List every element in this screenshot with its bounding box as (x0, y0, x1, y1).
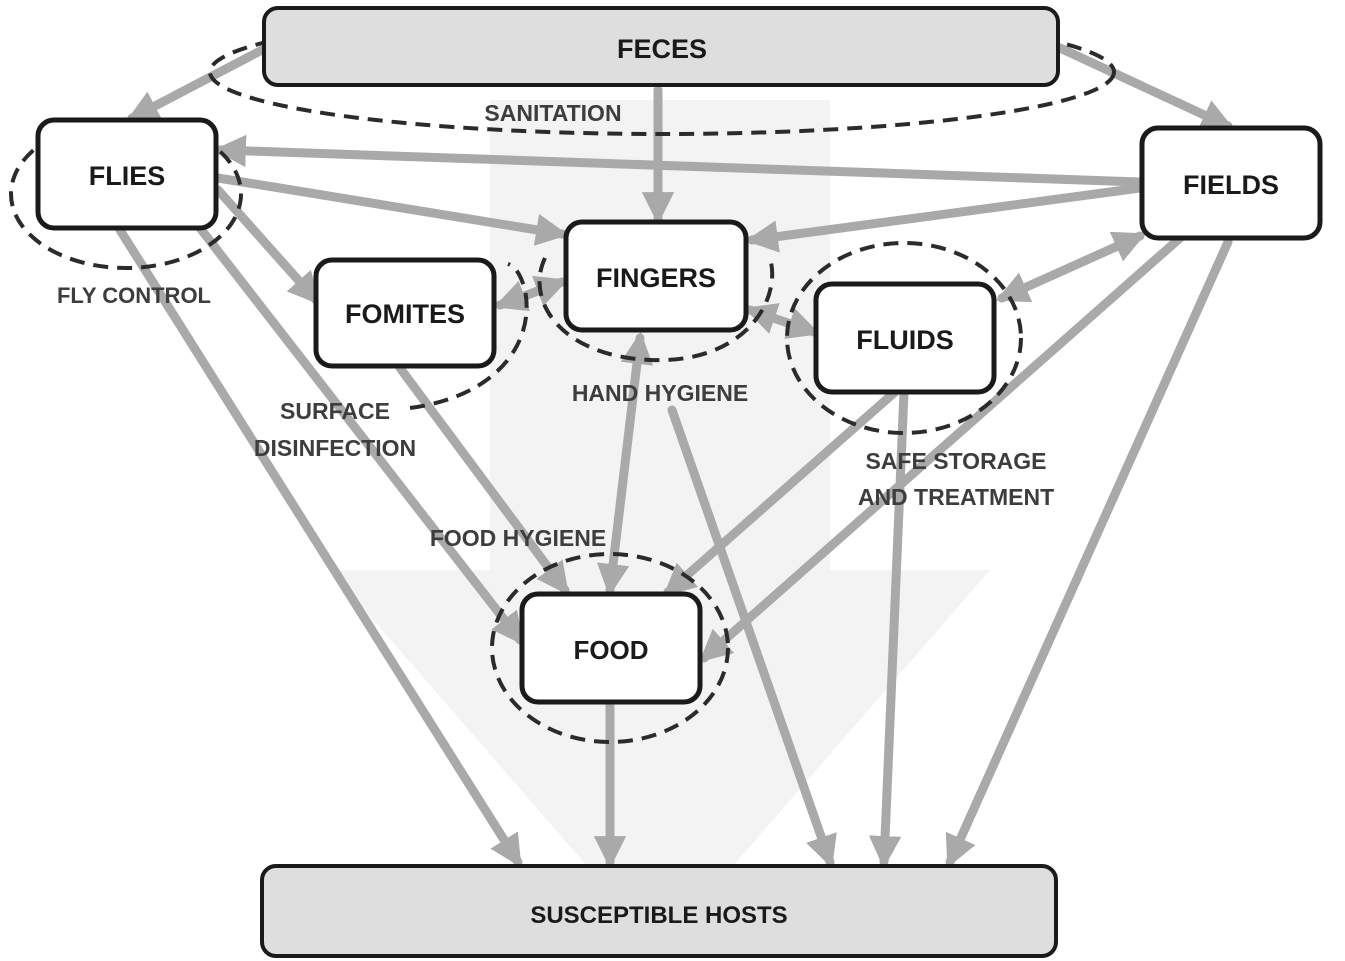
arrow-fluids-hosts (868, 387, 909, 869)
arrow-feces-fields (1055, 43, 1234, 131)
safe-storage-label-line2: AND TREATMENT (858, 484, 1054, 510)
fluids-label: FLUIDS (856, 325, 954, 355)
arrow-flies-fomites (213, 185, 321, 305)
food-hygiene-ring (490, 552, 730, 744)
arrow-fluids-food (663, 387, 900, 597)
arrow-flies-hosts (115, 225, 523, 868)
fields-label: FIELDS (1183, 170, 1279, 200)
fingers-box (563, 219, 749, 333)
arrow-fomites-food (395, 363, 570, 596)
arrow-fluids-fields (996, 231, 1146, 303)
safe-storage-label-line1: SAFE STORAGE (865, 448, 1046, 474)
arrow-flies-food (195, 223, 525, 646)
arrow-fingers-fomites (493, 275, 569, 312)
fly-control-label: FLY CONTROL (57, 283, 211, 308)
fly-control-ring (9, 118, 243, 270)
sanitation-label: SANITATION (484, 100, 621, 126)
food-hygiene-label: FOOD HYGIENE (430, 525, 606, 551)
food-label: FOOD (573, 635, 648, 665)
fields-box (1139, 125, 1323, 241)
transmission-arrows (115, 43, 1234, 869)
arrow-flies-fingers (213, 173, 569, 246)
flies-label: FLIES (89, 161, 166, 191)
arrow-fingers-food (596, 331, 654, 597)
arrow-fingers-hosts (667, 405, 837, 869)
surface-disinfection-label-line2: DISINFECTION (254, 435, 416, 461)
hand-hygiene-ring (537, 257, 775, 363)
flies-box (35, 117, 219, 231)
fluids-box (813, 281, 997, 395)
hosts-bar (260, 864, 1058, 958)
feces-label: FECES (617, 34, 707, 64)
hosts-label: SUSCEPTIBLE HOSTS (530, 902, 787, 929)
feces-bar (262, 6, 1060, 87)
barrier-rings (9, 8, 1116, 744)
fomites-label: FOMITES (345, 299, 465, 329)
hand-hygiene-label: HAND HYGIENE (572, 380, 748, 406)
fomites-box (313, 257, 497, 369)
arrow-fields-hosts (945, 237, 1233, 868)
fingers-label: FINGERS (596, 263, 716, 293)
food-box (519, 591, 703, 705)
fluids-ring (785, 241, 1023, 435)
surface-disinfection-label-line1: SURFACE (280, 398, 390, 424)
arrow-fields-food (699, 233, 1185, 663)
surface-disinfection-ring (409, 262, 529, 410)
arrow-feces-flies (126, 45, 267, 123)
arrow-fields-flies (213, 134, 1145, 187)
arrow-fields-fingers (745, 183, 1145, 253)
